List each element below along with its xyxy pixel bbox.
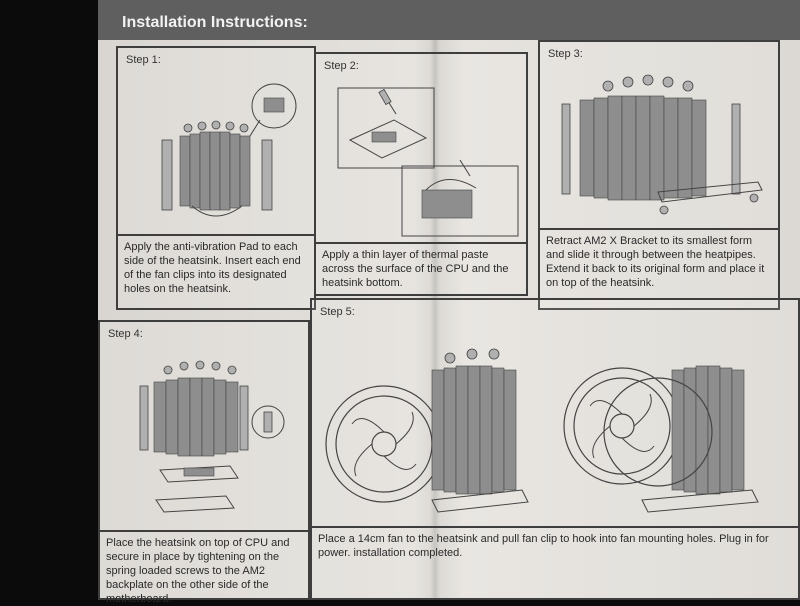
step-3-description: Retract AM2 X Bracket to its smallest fo… (546, 235, 765, 289)
step-2-panel: Step 2: Apply a thin layer of thermal pa… (314, 52, 528, 296)
page-title: Installation Instructions: (122, 14, 308, 31)
step-3-panel: Step 3: Retract AM2 X Bracket to its (538, 40, 780, 310)
step-1-panel: Step 1: Apply the anti-vibration Pad to … (116, 46, 316, 310)
step-4-panel: Step 4: Place the heatsink on top (98, 320, 310, 605)
step-3-label: Step 3: (548, 48, 583, 60)
step-1-description: Apply the anti-vibration Pad to each sid… (124, 241, 301, 295)
thermal-paste-illustration-icon (337, 87, 519, 237)
step-4-description: Place the heatsink on top of CPU and sec… (106, 537, 290, 605)
header-bar: Installation Instructions: (98, 0, 800, 40)
step-5-panel: Step 5: (310, 298, 800, 600)
step-2-label: Step 2: (324, 60, 359, 72)
step-5-description: Place a 14cm fan to the heatsink and pul… (318, 533, 769, 559)
step-5-label: Step 5: (320, 306, 355, 318)
cpu-mount-illustration-icon (139, 360, 285, 513)
paper-fold (430, 40, 440, 600)
instruction-sheet: Installation Instructions: Step 1: (98, 0, 800, 605)
bracket-illustration-icon (561, 74, 763, 215)
step-2-description: Apply a thin layer of thermal paste acro… (322, 249, 509, 289)
step-1-label: Step 1: (126, 54, 161, 66)
step-4-label: Step 4: (108, 328, 143, 340)
fan-illustration-icon (325, 348, 759, 513)
heatsink-illustration-icon (161, 83, 297, 217)
